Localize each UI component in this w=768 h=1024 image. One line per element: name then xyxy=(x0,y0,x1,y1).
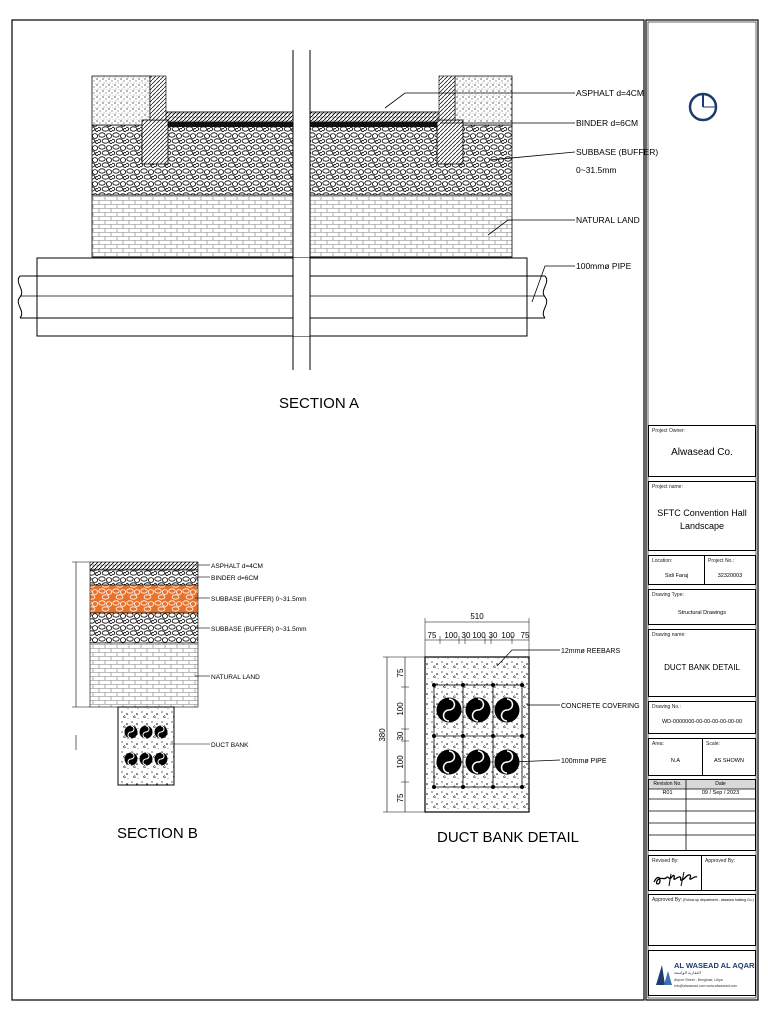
label-subbase-range-a: 0~31.5mm xyxy=(576,165,616,175)
drawing-name-value: DUCT BANK DETAIL xyxy=(664,663,740,672)
company-logo-icon xyxy=(656,965,672,985)
signature-row: Revised By: Approved By: xyxy=(648,855,756,891)
area-value: N.A xyxy=(670,758,681,764)
area-label: Area: xyxy=(652,741,664,747)
project-name-box: Project name: SFTC Convention Hall Lands… xyxy=(648,481,756,551)
label-natural-land-a: NATURAL LAND xyxy=(576,215,640,225)
label-duct-bank-b: DUCT BANK xyxy=(211,742,249,749)
label-concrete-covering: CONCRETE COVERING xyxy=(561,703,640,710)
scale-cell: Scale: AS SHOWN xyxy=(703,739,755,775)
dim-total-height: 380 xyxy=(378,728,387,742)
company-arabic-name: العقارية الواسعة xyxy=(674,970,701,975)
approved-by-cell: Approved By: xyxy=(702,856,755,890)
section-b-title: SECTION B xyxy=(117,825,198,842)
company-address: Airport Street - Benghazi, Libya xyxy=(674,978,723,982)
section-b-labels: ASPHALT d=4CM BINDER d=6CM SUBBASE (BUFF… xyxy=(211,563,307,749)
dim-h-4: 30 xyxy=(489,631,498,640)
section-a-labels: ASPHALT d=4CM BINDER d=6CM SUBBASE (BUFF… xyxy=(576,88,658,271)
drawing-type-value: Structural Drawings xyxy=(678,610,726,616)
date-header: Date xyxy=(715,781,726,787)
drawing-no-label: Drawing No.: xyxy=(652,704,681,710)
dim-total-width: 510 xyxy=(470,612,484,621)
duct-bank-detail-title: DUCT BANK DETAIL xyxy=(437,829,579,846)
company-contact: info@alwasead.com www.alwasead.com xyxy=(674,984,738,988)
approval-box: Approved By: (Follow up department - alw… xyxy=(648,894,756,946)
label-rebars: 12mmø REEBARS xyxy=(561,648,620,655)
drawing-type-box: Drawing Type: Structural Drawings xyxy=(648,589,756,625)
approver-note: (Follow up department - alwasea holding … xyxy=(683,898,754,902)
approved-by-label: Approved By: xyxy=(705,858,736,864)
dim-h-0: 75 xyxy=(428,631,437,640)
label-natural-land-b: NATURAL LAND xyxy=(211,674,260,681)
company-box: AL WASEAD AL AQARIYA العقارية الواسعة Ai… xyxy=(648,950,756,996)
project-name-line-2: Landscape xyxy=(679,521,725,531)
dim-h-3: 100 xyxy=(472,631,486,640)
label-asphalt-b: ASPHALT d=4CM xyxy=(211,563,263,570)
drawing-type-label: Drawing Type: xyxy=(652,592,684,598)
dim-h-1: 100 xyxy=(444,631,458,640)
section-a-drawing xyxy=(17,50,576,370)
project-no-cell: Project No.: 32320003 xyxy=(705,556,755,584)
revision-table: Revision No. Date R01 09 / Sep / 2023 xyxy=(648,779,756,851)
dim-v-1: 100 xyxy=(396,702,405,716)
drawing-no-box: Drawing No.: WD-0000000-00-00-00-00-00-0… xyxy=(648,701,756,734)
revised-by-label: Revised By: xyxy=(652,858,679,864)
section-a-title: SECTION A xyxy=(279,395,359,412)
project-name-line-1: SFTC Convention Hall xyxy=(657,508,747,518)
dim-h-5: 100 xyxy=(501,631,515,640)
project-no-label: Project No.: xyxy=(708,558,735,564)
dim-v-2: 30 xyxy=(396,731,405,740)
dim-h-2: 30 xyxy=(462,631,471,640)
duct-bank-pipes-b xyxy=(124,725,168,766)
area-cell: Area: N.A xyxy=(649,739,703,775)
dim-v-0: 75 xyxy=(396,668,405,677)
dim-v-3: 100 xyxy=(396,755,405,769)
duct-pipes xyxy=(436,697,520,775)
location-cell: Location: Sidi Faraj xyxy=(649,556,705,584)
project-owner-box: Project Owner: Alwasead Co. xyxy=(648,425,756,477)
label-pipe-detail: 100mmø PIPE xyxy=(561,758,607,765)
project-owner-value: Alwasead Co. xyxy=(671,447,733,458)
project-owner-label: Project Owner: xyxy=(652,428,686,434)
label-subbase-lower-b: SUBBASE (BUFFER) 0~31.5mm xyxy=(211,626,307,633)
label-asphalt-a: ASPHALT d=4CM xyxy=(576,88,644,98)
north-arrow-icon xyxy=(688,92,718,122)
label-subbase-a: SUBBASE (BUFFER) xyxy=(576,147,658,157)
section-b-drawing xyxy=(72,561,210,786)
location-label: Location: xyxy=(652,558,673,564)
signature-icon xyxy=(653,871,698,887)
scale-value: AS SHOWN xyxy=(714,758,744,764)
drawing-name-box: Drawing name: DUCT BANK DETAIL xyxy=(648,629,756,697)
rebar-dots xyxy=(432,683,524,789)
location-value: Sidi Faraj xyxy=(664,573,689,579)
company-name: AL WASEAD AL AQARIYA xyxy=(674,961,756,970)
revision-value: R01 xyxy=(662,790,673,796)
duct-bank-detail-drawing xyxy=(383,618,561,813)
location-row: Location: Sidi Faraj Project No.: 323200… xyxy=(648,555,756,585)
area-scale-row: Area: N.A Scale: AS SHOWN xyxy=(648,738,756,776)
label-binder-b: BINDER d=6CM xyxy=(211,575,259,582)
scale-label: Scale: xyxy=(706,741,720,747)
approved-by-label-2: Approved By: xyxy=(652,897,683,903)
project-name-label: Project name: xyxy=(652,484,683,490)
revised-by-cell: Revised By: xyxy=(649,856,702,890)
project-no-value: 32320003 xyxy=(717,573,743,579)
dim-h-6: 75 xyxy=(521,631,530,640)
date-value: 09 / Sep / 2023 xyxy=(701,790,740,796)
duct-bank-labels: 12mmø REEBARS CONCRETE COVERING 100mmø P… xyxy=(561,648,640,765)
duct-bank-dimensions: 510 75 100 30 100 30 100 75 380 75 100 3… xyxy=(378,612,530,802)
drawing-no-value: WD-0000000-00-00-00-00-00-00 xyxy=(661,719,743,725)
revision-table-grid xyxy=(649,780,755,850)
drawing-name-label: Drawing name: xyxy=(652,632,686,638)
revision-header: Revision No. xyxy=(653,781,682,787)
label-pipe-a: 100mmø PIPE xyxy=(576,261,632,271)
label-subbase-upper-b: SUBBASE (BUFFER) 0~31.5mm xyxy=(211,596,307,603)
label-binder-a: BINDER d=6CM xyxy=(576,118,638,128)
dim-v-4: 75 xyxy=(396,793,405,802)
